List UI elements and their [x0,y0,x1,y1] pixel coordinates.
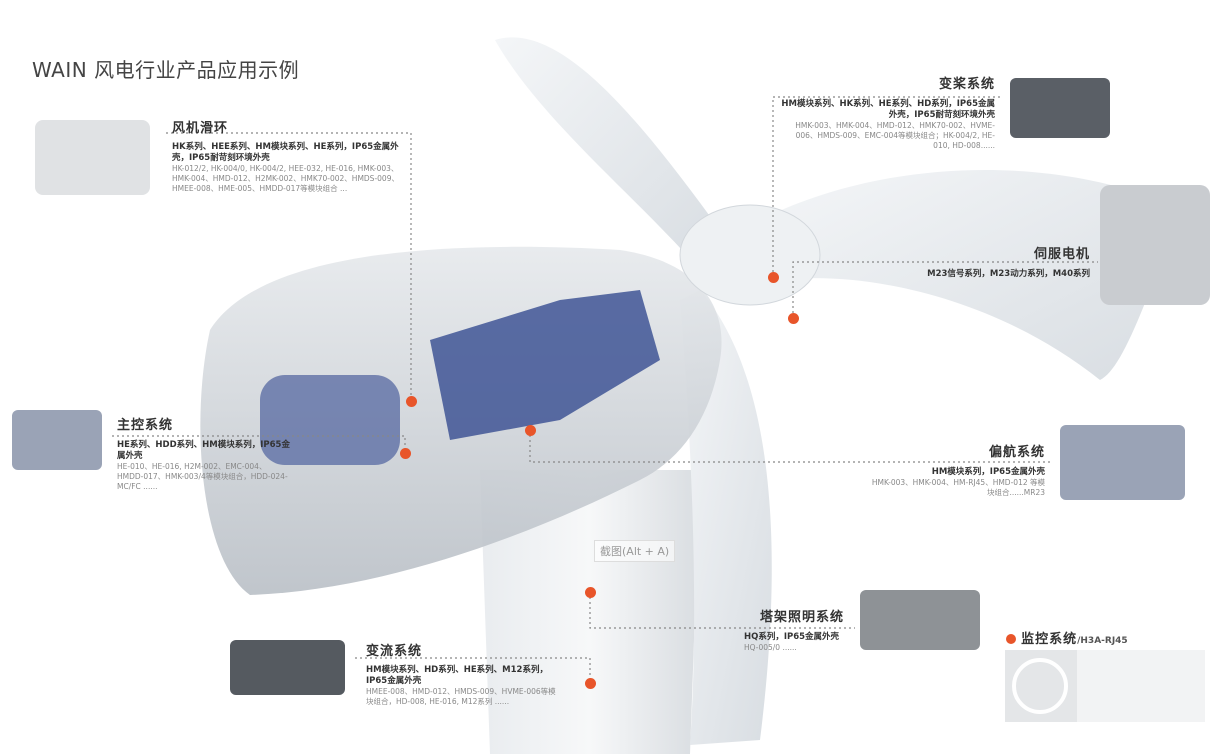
section-title: 塔架照明系统 [759,610,844,625]
section-title: 偏航系统 [988,445,1045,460]
hub [679,204,821,306]
slip-ring-connector-image [35,120,150,195]
section-title: 变桨系统 [938,77,995,92]
section-pitch: 变桨系统 HM模块系列、HK系列、HE系列、HD系列，IP65金属外壳，IP65… [780,73,995,151]
servo-connector-image [1100,185,1210,305]
section-title: 主控系统 [117,418,174,433]
hotspot-tower-light[interactable] [585,587,596,598]
yaw-connector-image [1060,425,1185,500]
section-models: HMEE-008、HMD-012、HMDS-009、HVME-006等模块组合，… [366,687,556,706]
section-slip-ring: 风机滑环 HK系列、HEE系列、HM模块系列、HE系列，IP65金属外壳，IP6… [172,117,412,194]
hotspot-converter[interactable] [585,678,596,689]
hotspot-servo[interactable] [788,313,799,324]
generator [260,375,400,465]
section-servo: 伺服电机 M23信号系列，M23动力系列，M40系列 [890,243,1090,280]
connector-servo [792,261,1098,318]
converter-connector-image [230,640,345,695]
blade-top [495,37,720,270]
tower-light-connector-image [860,590,980,650]
main-control-connector-image [12,410,102,470]
section-series: HQ系列，IP65金属外壳 [744,632,840,642]
screenshot-tooltip: 截图(Alt + A) [594,540,676,562]
home-icon [1012,658,1068,714]
section-title: 伺服电机 [1033,247,1090,262]
section-models: HE-010、HE-016, H2M-002、EMC-004、HMDD-017、… [117,462,288,491]
section-yaw: 偏航系统 HM模块系列，IP65金属外壳 HMK-003、HMK-004、HM-… [870,441,1045,498]
pitch-connector-image [1010,78,1110,138]
section-title: 监控系统 [1021,632,1078,647]
section-series: HM模块系列、HK系列、HE系列、HD系列，IP65金属外壳，IP65耐苛刻环境… [781,99,995,120]
hotspot-yaw[interactable] [525,425,536,436]
section-series: HK系列、HEE系列、HM模块系列、HE系列，IP65金属外壳，IP65耐苛刻环… [172,142,399,163]
section-models: HQ-005/0 ...... [744,643,797,652]
hotspot-main-control[interactable] [400,448,411,459]
section-series: M23信号系列，M23动力系列，M40系列 [927,269,1090,279]
section-converter: 变流系统 HM模块系列、HD系列、HE系列、M12系列，IP65金属外壳 HME… [366,640,561,707]
section-series: HM模块系列，IP65金属外壳 [931,467,1045,477]
gearbox [430,290,660,440]
section-models: HK-012/2, HK-004/0, HK-004/2, HEE-032, H… [172,164,399,193]
section-models: HMK-003、HMK-004、HM-RJ45、HMD-012 等模块组合...… [871,478,1045,497]
page-title: WAIN 风电行业产品应用示例 [32,58,300,82]
section-series: HE系列、HDD系列、HM模块系列，IP65金属外壳 [117,440,290,461]
connector-yaw [529,430,1053,463]
section-suffix: /H3A-RJ45 [1077,636,1128,646]
section-tower-light: 塔架照明系统 HQ系列，IP65金属外壳 HQ-005/0 ...... [744,606,864,653]
connector-tower-light [589,592,855,629]
connector-slip-ring [166,132,412,401]
section-title: 风机滑环 [172,121,229,136]
section-main-control: 主控系统 HE系列、HDD系列、HM模块系列，IP65金属外壳 HE-010、H… [117,414,292,492]
connector-pitch [772,96,1000,277]
section-models: HMK-003、HMK-004、HMD-012、HMK70-002、HVME-0… [795,121,995,150]
section-series: HM模块系列、HD系列、HE系列、M12系列，IP65金属外壳 [366,665,548,686]
section-monitor: 监控系统/H3A-RJ45 [1006,628,1128,647]
monitor-dot-icon [1006,633,1016,644]
section-title: 变流系统 [366,644,423,659]
blade-right [760,170,1180,380]
hotspot-pitch[interactable] [768,272,779,283]
hotspot-slip-ring[interactable] [406,396,417,407]
connector-converter [355,657,591,683]
